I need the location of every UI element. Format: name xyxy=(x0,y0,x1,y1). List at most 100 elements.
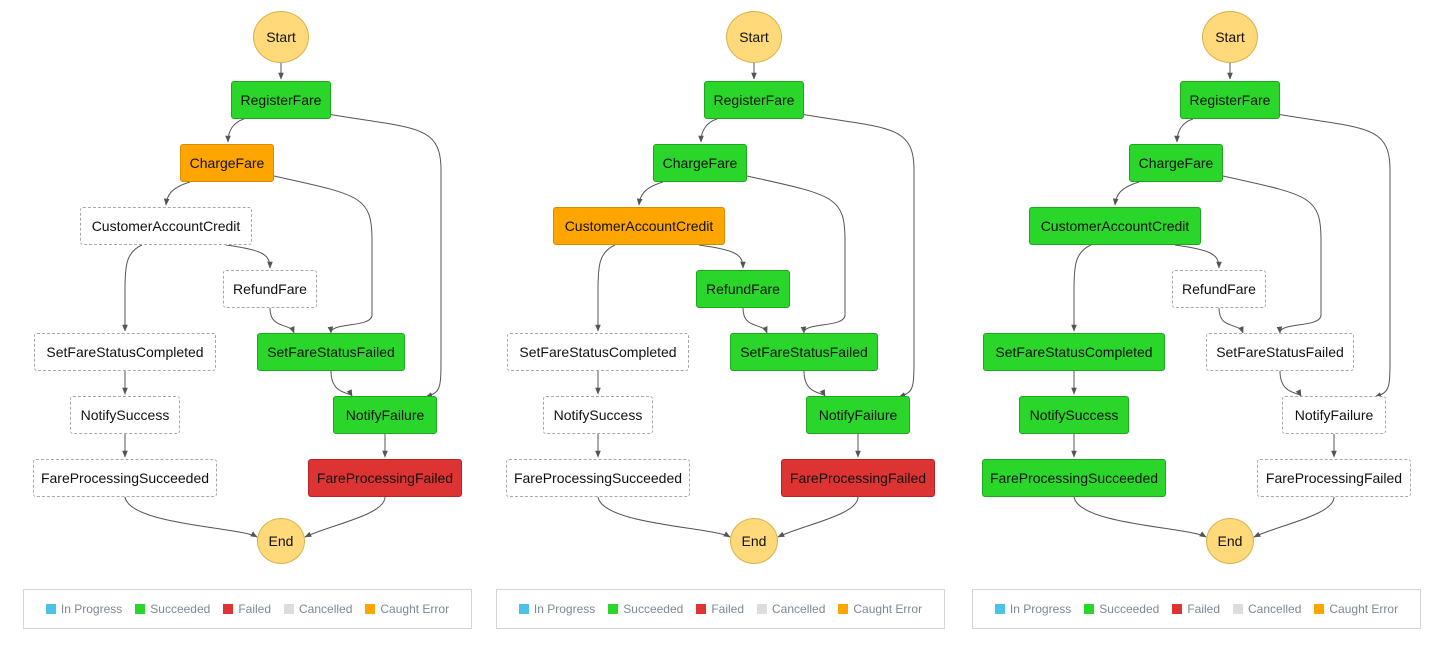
legend-swatch xyxy=(608,604,619,614)
state-end[interactable]: End xyxy=(730,518,778,564)
state-label: End xyxy=(268,533,294,549)
state-label: Start xyxy=(266,29,296,45)
state-notify-success[interactable]: NotifySuccess xyxy=(1019,396,1129,434)
transition-arrow xyxy=(1073,496,1207,538)
state-fare-processing-succeeded[interactable]: FareProcessingSucceeded xyxy=(506,459,690,497)
state-label: SetFareStatusFailed xyxy=(267,344,395,360)
transition-arrow xyxy=(742,307,768,334)
state-notify-failure[interactable]: NotifyFailure xyxy=(333,396,437,434)
legend-swatch xyxy=(757,604,767,614)
transition-arrow xyxy=(330,370,353,397)
legend-label: Cancelled xyxy=(299,602,353,616)
legend-swatch xyxy=(1233,604,1243,614)
state-label: ChargeFare xyxy=(1138,155,1214,171)
state-set-fare-status-completed[interactable]: SetFareStatusCompleted xyxy=(983,333,1165,371)
state-label: RegisterFare xyxy=(1189,92,1271,108)
state-label: RefundFare xyxy=(1182,281,1256,297)
state-fare-processing-failed[interactable]: FareProcessingFailed xyxy=(1257,459,1411,497)
state-start[interactable]: Start xyxy=(253,11,309,63)
state-label: FareProcessingSucceeded xyxy=(40,470,210,486)
state-label: NotifyFailure xyxy=(1294,407,1374,423)
transition-arrow xyxy=(1112,181,1140,206)
state-notify-success[interactable]: NotifySuccess xyxy=(543,396,653,434)
state-register-fare[interactable]: RegisterFare xyxy=(704,81,804,119)
legend-item-caught-error: Caught Error xyxy=(838,602,922,616)
legend-label: Failed xyxy=(711,602,744,616)
state-fare-processing-succeeded[interactable]: FareProcessingSucceeded xyxy=(33,459,217,497)
state-label: NotifySuccess xyxy=(1029,407,1119,423)
state-label: CustomerAccountCredit xyxy=(1040,218,1190,234)
state-label: FareProcessingFailed xyxy=(316,470,454,486)
transition-arrow xyxy=(597,496,731,538)
state-fare-processing-succeeded[interactable]: FareProcessingSucceeded xyxy=(982,459,1166,497)
state-label: NotifySuccess xyxy=(553,407,643,423)
transition-edges xyxy=(1071,63,1391,538)
state-label: CustomerAccountCredit xyxy=(91,218,241,234)
state-start[interactable]: Start xyxy=(726,11,782,63)
state-refund-fare[interactable]: RefundFare xyxy=(696,270,790,308)
transition-arrow xyxy=(777,109,915,398)
state-customer-account-credit[interactable]: CustomerAccountCredit xyxy=(553,207,725,245)
transition-arrow xyxy=(698,118,718,143)
state-refund-fare[interactable]: RefundFare xyxy=(223,270,317,308)
state-register-fare[interactable]: RegisterFare xyxy=(1180,81,1280,119)
legend-swatch xyxy=(994,604,1005,614)
transition-edges xyxy=(122,63,442,538)
state-label: RefundFare xyxy=(706,281,780,297)
legend-label: Failed xyxy=(1187,602,1220,616)
state-end[interactable]: End xyxy=(257,518,305,564)
state-label: CustomerAccountCredit xyxy=(564,218,714,234)
transition-arrow xyxy=(163,181,191,206)
transition-edges xyxy=(595,63,915,538)
transition-arrow xyxy=(1222,175,1322,334)
state-charge-fare[interactable]: ChargeFare xyxy=(653,144,747,182)
state-set-fare-status-completed[interactable]: SetFareStatusCompleted xyxy=(507,333,689,371)
state-fare-processing-failed[interactable]: FareProcessingFailed xyxy=(308,459,462,497)
state-label: SetFareStatusFailed xyxy=(740,344,868,360)
state-end[interactable]: End xyxy=(1206,518,1254,564)
state-label: FareProcessingFailed xyxy=(1265,470,1403,486)
state-label: SetFareStatusCompleted xyxy=(995,344,1153,360)
legend-item-caught-error: Caught Error xyxy=(365,602,449,616)
state-notify-failure[interactable]: NotifyFailure xyxy=(1282,396,1386,434)
state-set-fare-status-completed[interactable]: SetFareStatusCompleted xyxy=(34,333,216,371)
state-label: NotifyFailure xyxy=(345,407,425,423)
legend-item-cancelled: Cancelled xyxy=(757,602,825,616)
state-customer-account-credit[interactable]: CustomerAccountCredit xyxy=(1029,207,1201,245)
transition-arrow xyxy=(122,244,143,332)
legend-item-failed: Failed xyxy=(1172,602,1220,616)
transition-arrow xyxy=(595,244,616,332)
state-start[interactable]: Start xyxy=(1202,11,1258,63)
state-charge-fare[interactable]: ChargeFare xyxy=(1129,144,1223,182)
state-set-fare-status-failed[interactable]: SetFareStatusFailed xyxy=(730,333,878,371)
state-charge-fare[interactable]: ChargeFare xyxy=(180,144,274,182)
state-register-fare[interactable]: RegisterFare xyxy=(231,81,331,119)
transition-arrow xyxy=(304,496,386,538)
legend-label: Succeeded xyxy=(150,602,211,616)
legend-item-succeeded: Succeeded xyxy=(135,602,210,616)
transition-arrow xyxy=(636,181,664,206)
state-notify-success[interactable]: NotifySuccess xyxy=(70,396,180,434)
legend-label: In Progress xyxy=(60,602,123,616)
state-customer-account-credit[interactable]: CustomerAccountCredit xyxy=(80,207,252,245)
legend-swatch xyxy=(1084,604,1095,614)
legend-item-succeeded: Succeeded xyxy=(608,602,683,616)
state-label: ChargeFare xyxy=(662,155,738,171)
legend-label: Cancelled xyxy=(772,602,826,616)
state-fare-processing-failed[interactable]: FareProcessingFailed xyxy=(781,459,935,497)
legend-swatch xyxy=(45,604,56,614)
state-refund-fare[interactable]: RefundFare xyxy=(1172,270,1266,308)
legend-swatch xyxy=(696,604,707,614)
transition-arrow xyxy=(225,118,245,143)
transition-arrow xyxy=(1071,244,1092,332)
legend-label: Succeeded xyxy=(623,602,684,616)
state-notify-failure[interactable]: NotifyFailure xyxy=(806,396,910,434)
legend-item-failed: Failed xyxy=(223,602,271,616)
legend-swatch xyxy=(135,604,146,614)
transition-arrow xyxy=(1218,307,1244,334)
state-set-fare-status-failed[interactable]: SetFareStatusFailed xyxy=(257,333,405,371)
state-label: NotifyFailure xyxy=(818,407,898,423)
state-set-fare-status-failed[interactable]: SetFareStatusFailed xyxy=(1206,333,1354,371)
legend-label: Failed xyxy=(238,602,271,616)
